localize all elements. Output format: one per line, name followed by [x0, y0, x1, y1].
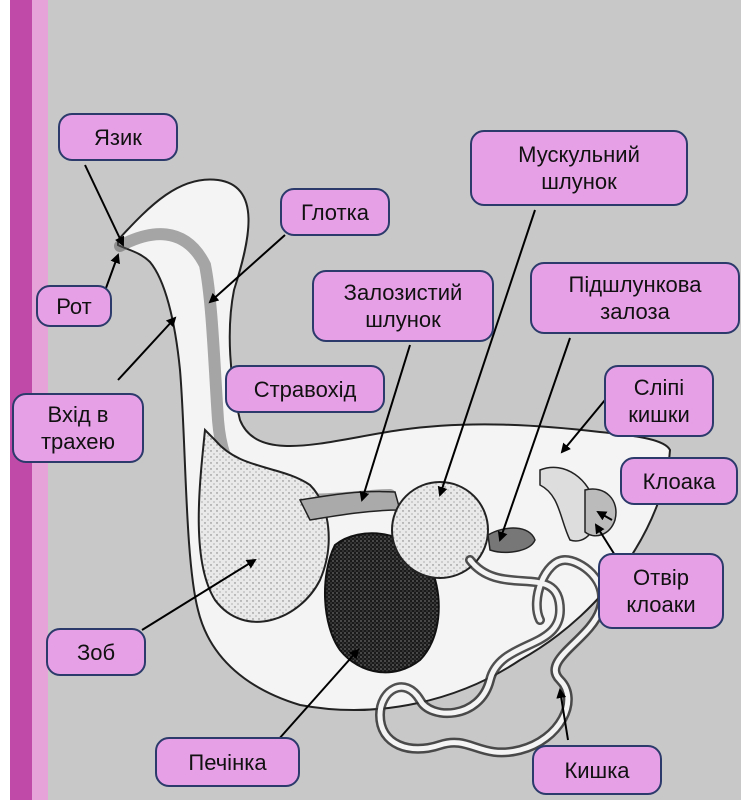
label-liver: Печінка: [155, 737, 300, 787]
label-crop: Зоб: [46, 628, 146, 676]
label-trachea-entry: Вхід в трахею: [12, 393, 144, 463]
label-cloaca-opening: Отвір клоаки: [598, 553, 724, 629]
label-mouth: Рот: [36, 285, 112, 327]
label-cloaca: Клоака: [620, 457, 738, 505]
label-muscular-stomach: Мускульний шлунок: [470, 130, 688, 206]
label-tongue: Язик: [58, 113, 178, 161]
label-pharynx: Глотка: [280, 188, 390, 236]
label-glandular-stomach: Залозистий шлунок: [312, 270, 494, 342]
label-esophagus: Стравохід: [225, 365, 385, 413]
label-pancreas: Підшлункова залоза: [530, 262, 740, 334]
label-caeca: Сліпі кишки: [604, 365, 714, 437]
label-intestine: Кишка: [532, 745, 662, 795]
